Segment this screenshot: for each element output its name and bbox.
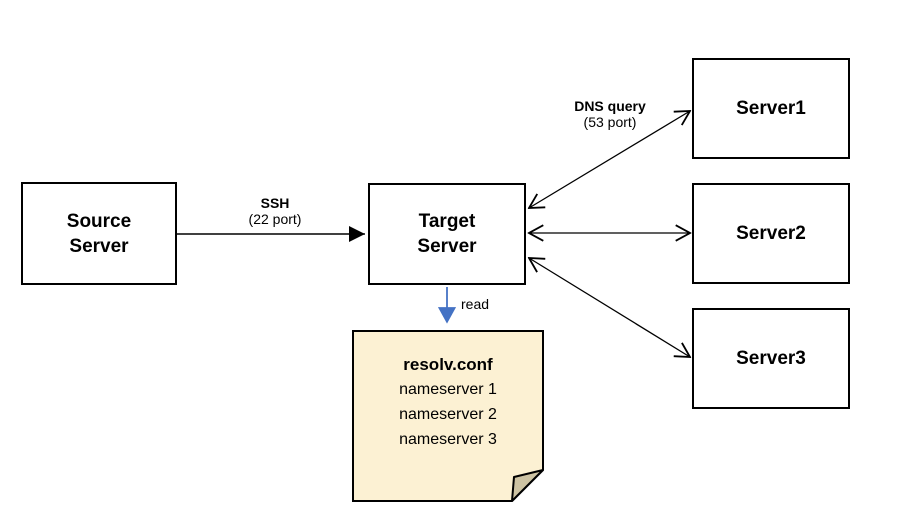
target-server-label-line2: Server (417, 236, 477, 257)
server1-label: Server1 (736, 98, 806, 119)
dns-arrow-server3 (529, 258, 690, 357)
resolv-note-content: resolv.conf nameserver 1 nameserver 2 na… (352, 352, 544, 452)
nameserver-line-3: nameserver 3 (399, 431, 497, 448)
nameserver-line-1: nameserver 1 (399, 381, 497, 398)
dns-edge-label: DNS query (53 port) (574, 98, 646, 130)
dns-port-label: (53 port) (583, 114, 637, 130)
ssh-protocol-label: SSH (260, 195, 290, 211)
server1-node: Server1 (692, 58, 850, 159)
nameserver-line-2: nameserver 2 (399, 406, 497, 423)
source-server-node: Source Server (21, 182, 177, 285)
source-server-label-line1: Source (66, 210, 132, 232)
dns-query-label: DNS query (574, 98, 646, 114)
read-edge-label: read (461, 296, 490, 312)
target-server-label-line1: Target (418, 211, 476, 232)
resolv-note-fold-corner (511, 469, 544, 502)
server2-node: Server2 (692, 183, 850, 284)
server3-label: Server3 (736, 348, 806, 369)
dns-arrow-server1 (529, 111, 690, 208)
target-server-node: Target Server (368, 183, 526, 285)
resolv-note-title: resolv.conf (403, 355, 493, 374)
source-server-label-line2: Server (69, 235, 129, 257)
server3-node: Server3 (692, 308, 850, 409)
ssh-edge-label: SSH (22 port) (249, 195, 302, 227)
ssh-port-label: (22 port) (248, 211, 302, 227)
server2-label: Server2 (736, 223, 806, 244)
